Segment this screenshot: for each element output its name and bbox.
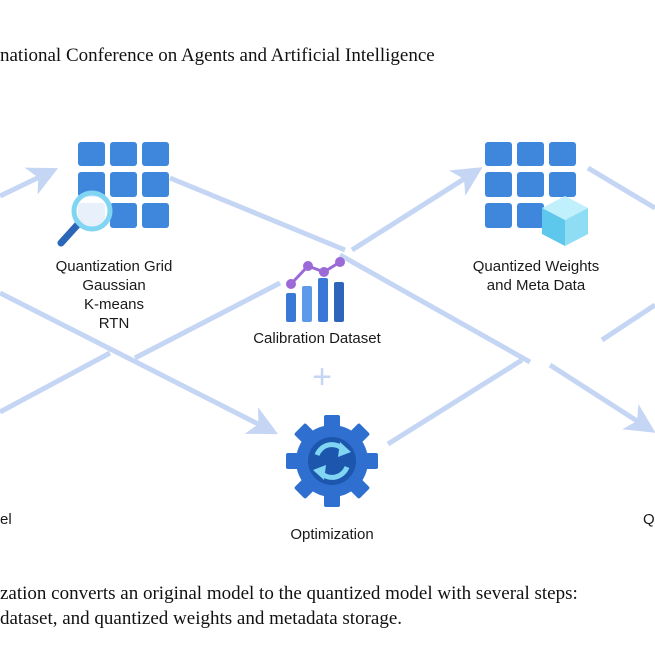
optimization-label: Optimization [290,526,374,543]
line-right-up [600,302,655,343]
line-rtn-to-calibration [133,280,282,361]
line-lower-left [0,350,112,415]
left-node-label: el [0,511,12,528]
arrow-to-optimization [0,290,279,435]
calibration-label: Calibration Dataset [253,330,381,347]
plus-symbol: + [312,358,332,396]
chart-icon [286,257,345,322]
arrow-to-right [548,362,655,433]
line-weights-right [586,165,655,211]
grid-label-line: K-means [83,296,145,313]
grid-magnifier-icon [57,142,169,247]
right-node-label: Q [643,511,655,528]
grid-label-line: Gaussian [82,277,146,294]
arrow-to-weights [350,167,483,253]
line-optimization-up [386,357,524,447]
gear-icon [286,415,378,507]
grid-label-line: RTN [98,315,130,332]
grid-label: Quantization Grid Gaussian K-means RTN [38,257,190,333]
figure-caption-line1: zation converts an original model to the… [0,583,578,604]
arrow-to-grid [0,167,59,199]
grid-label-line: Quantization Grid [55,258,173,275]
weights-grid-cube-icon [485,142,588,246]
line-calibration-down [338,252,532,365]
weights-label-line: Quantized Weights [472,258,600,275]
conference-header: national Conference on Agents and Artifi… [0,45,435,66]
line-grid-to-calibration [169,175,346,253]
weights-label-line: and Meta Data [486,277,586,294]
weights-label: Quantized Weights and Meta Data [455,257,617,295]
figure-caption-line2: dataset, and quantized weights and metad… [0,608,403,629]
